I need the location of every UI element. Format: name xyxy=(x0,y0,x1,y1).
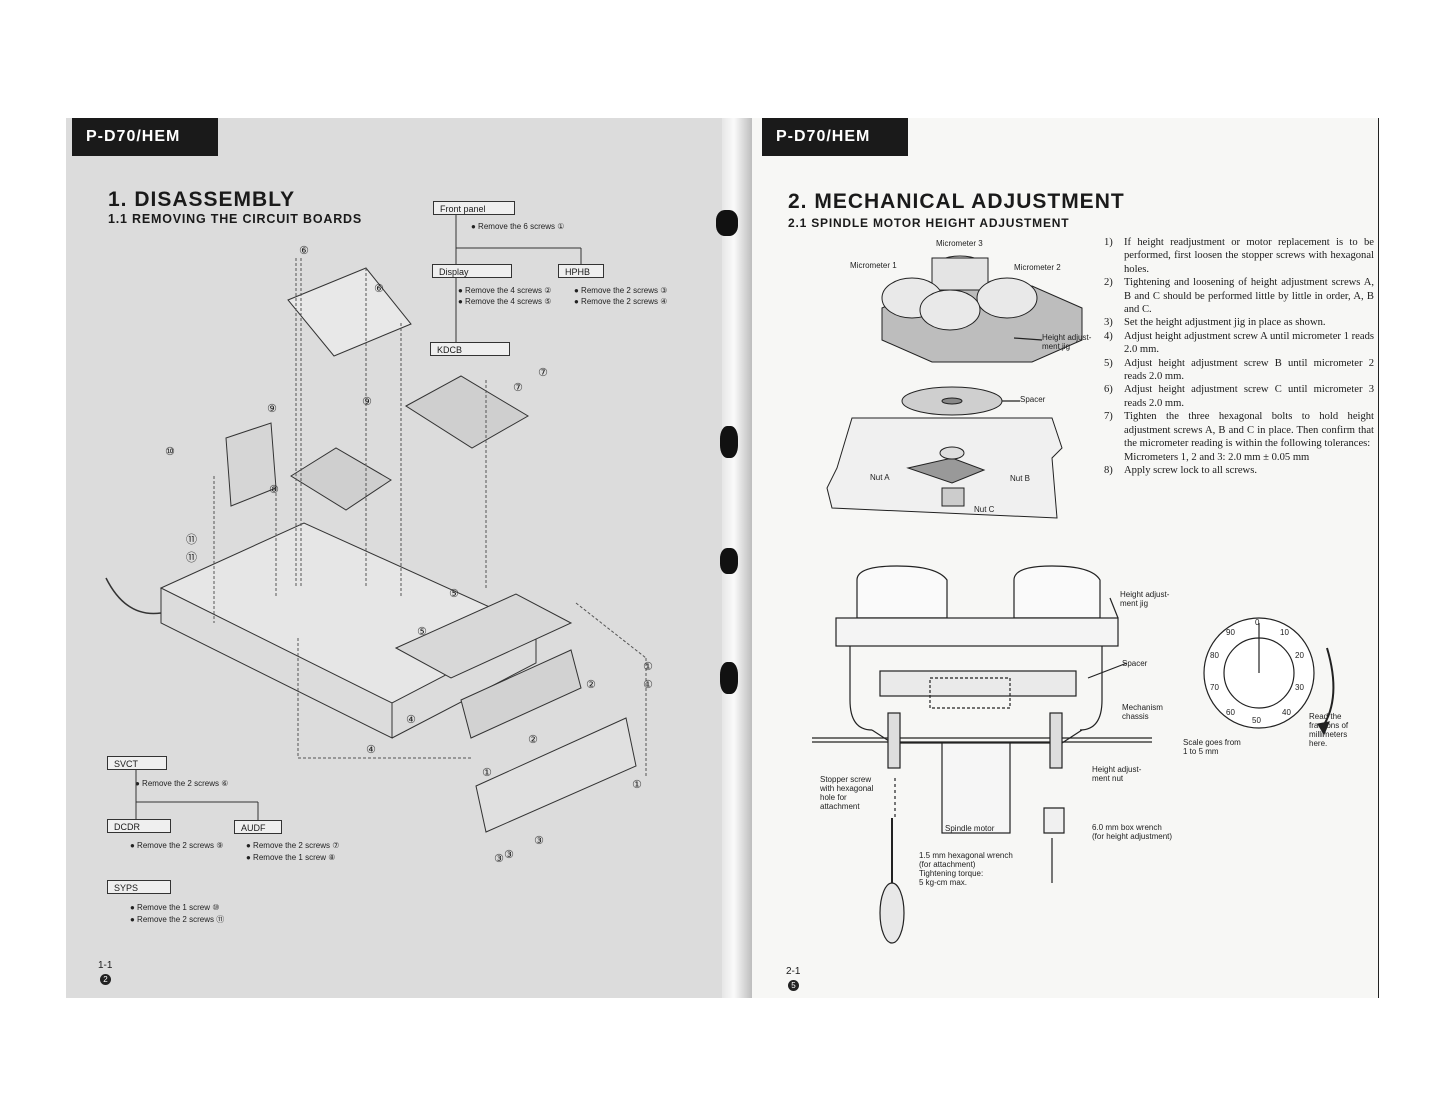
page-number: 2-1 xyxy=(786,966,801,977)
label-nut-2: Height adjust- ment nut xyxy=(1092,765,1142,783)
screw-marker: ⑨ xyxy=(267,403,277,415)
page-title: 2. MECHANICAL ADJUSTMENT xyxy=(788,190,1125,213)
label-read: Read the fractions of millimeters here. xyxy=(1309,712,1349,748)
flow-note: ● Remove the 2 screws ⑨ xyxy=(130,841,224,850)
dial-tick: 60 xyxy=(1226,708,1235,717)
label-scale: Scale goes from 1 to 5 mm xyxy=(1183,738,1241,756)
flow-note: ● Remove the 2 screws ③ xyxy=(574,286,668,295)
flow-note: ● Remove the 2 screws ⑦ xyxy=(246,841,340,850)
disassembly-diagram xyxy=(105,215,647,833)
adjustment-steps: 1)If height readjustment or motor replac… xyxy=(1104,236,1374,477)
dial-tick: 40 xyxy=(1282,708,1291,717)
label-spindle-motor: Spindle motor xyxy=(945,824,995,833)
page-subtitle: 1.1 REMOVING THE CIRCUIT BOARDS xyxy=(108,212,362,226)
screw-marker: ⑥ xyxy=(299,245,309,257)
flow-svct: SVCT xyxy=(107,756,167,770)
step-item: 4)Adjust height adjustment screw A until… xyxy=(1104,330,1374,356)
dial-tick: 90 xyxy=(1226,628,1235,637)
screw-marker: ① xyxy=(643,679,653,691)
label-micrometer-2: Micrometer 2 xyxy=(1014,263,1061,272)
flow-note: ● Remove the 2 screws ⑪ xyxy=(130,915,225,924)
flow-note: ● Remove the 1 screw ⑩ xyxy=(130,903,220,912)
screw-marker: ② xyxy=(528,734,538,746)
page-subtitle: 2.1 SPINDLE MOTOR HEIGHT ADJUSTMENT xyxy=(788,216,1070,230)
model-badge: P-D70/HEM xyxy=(72,118,218,156)
page-dot: 2 xyxy=(100,974,111,985)
dial-tick: 0 xyxy=(1255,618,1260,627)
screw-marker: ⑪ xyxy=(186,552,197,564)
punch-hole xyxy=(720,426,738,458)
label-micrometer-1: Micrometer 1 xyxy=(850,261,897,270)
screw-marker: ① xyxy=(643,661,653,673)
screw-marker: ⑧ xyxy=(269,484,279,496)
label-wrench: 1.5 mm hexagonal wrench (for attachment)… xyxy=(919,851,1013,887)
screw-marker: ⑤ xyxy=(449,588,459,600)
dial-tick: 30 xyxy=(1295,683,1304,692)
flow-note: ● Remove the 2 screws ⑥ xyxy=(135,779,229,788)
dial-tick: 70 xyxy=(1210,683,1219,692)
screw-marker: ④ xyxy=(366,744,376,756)
screw-marker: ⑥ xyxy=(374,283,384,295)
flow-note: ● Remove the 4 screws ② xyxy=(458,286,552,295)
punch-hole xyxy=(716,210,738,236)
screw-marker: ⑩ xyxy=(165,446,175,458)
jig-diagram xyxy=(812,255,1335,944)
label-nut-b: Nut B xyxy=(1010,474,1031,483)
label-micrometer-3: Micrometer 3 xyxy=(936,239,983,248)
flow-note: ● Remove the 6 screws ① xyxy=(471,222,565,231)
page-dot: 5 xyxy=(788,980,799,991)
step-item: 3)Set the height adjustment jig in place… xyxy=(1104,317,1326,329)
flow-note: ● Remove the 4 screws ⑤ xyxy=(458,297,552,306)
step-item: 6)Adjust height adjustment screw C until… xyxy=(1104,384,1374,409)
left-page: P-D70/HEM 1. DISASSEMBLY 1.1 REMOVING TH… xyxy=(66,118,722,998)
screw-marker: ③ xyxy=(494,853,504,865)
label-nut-c: Nut C xyxy=(974,505,995,514)
flow-audf: AUDF xyxy=(234,820,282,834)
dial-tick: 10 xyxy=(1280,628,1289,637)
step-item: 8)Apply screw lock to all screws. xyxy=(1104,464,1257,476)
dial-tick: 50 xyxy=(1252,716,1261,725)
model-badge: P-D70/HEM xyxy=(762,118,908,156)
label-stopper: Stopper screw with hexagonal hole for at… xyxy=(820,775,874,811)
flow-kdcb: KDCB xyxy=(430,342,510,356)
flow-note: ● Remove the 1 screw ⑧ xyxy=(246,853,336,862)
label-jig: Height adjust- ment jig xyxy=(1042,333,1092,351)
screw-marker: ① xyxy=(482,767,492,779)
label-nut-a: Nut A xyxy=(870,473,890,482)
dial-tick: 20 xyxy=(1295,651,1304,660)
screw-marker: ⑨ xyxy=(362,396,372,408)
flow-display: Display xyxy=(432,264,512,278)
punch-hole xyxy=(720,662,738,694)
step-item: 2)Tightening and loosening of height adj… xyxy=(1104,277,1374,316)
screw-marker: ⑦ xyxy=(513,382,523,394)
screw-marker: ③ xyxy=(534,835,544,847)
flow-hphb: HPHB xyxy=(558,264,604,278)
screw-marker: ④ xyxy=(406,714,416,726)
step-item: 7)Tighten the three hexagonal bolts to h… xyxy=(1104,411,1374,450)
flow-note: ● Remove the 2 screws ④ xyxy=(574,297,668,306)
dial-tick: 80 xyxy=(1210,651,1219,660)
label-jig-2: Height adjust- ment jig xyxy=(1120,590,1170,608)
flow-front-panel: Front panel xyxy=(433,201,515,215)
screw-marker: ③ xyxy=(504,849,514,861)
page-number: 1-1 xyxy=(98,960,113,971)
step-item: 1)If height readjustment or motor replac… xyxy=(1104,237,1374,275)
screw-marker: ① xyxy=(632,779,642,791)
tolerance-line: Micrometers 1, 2 and 3: 2.0 mm ± 0.05 mm xyxy=(1124,451,1310,463)
label-spacer-2: Spacer xyxy=(1122,659,1148,668)
punch-hole xyxy=(720,548,738,574)
label-spacer: Spacer xyxy=(1020,395,1046,404)
step-item: 5)Adjust height adjustment screw B until… xyxy=(1104,357,1374,383)
screw-marker: ⑦ xyxy=(538,367,548,379)
label-box-wrench: 6.0 mm box wrench (for height adjustment… xyxy=(1092,823,1173,841)
flow-dcdr: DCDR xyxy=(107,819,171,833)
screw-marker: ⑤ xyxy=(417,626,427,638)
screw-marker: ② xyxy=(586,679,596,691)
flow-syps: SYPS xyxy=(107,880,171,894)
label-chassis: Mechanism chassis xyxy=(1122,703,1163,721)
page-title: 1. DISASSEMBLY xyxy=(108,188,296,211)
screw-marker: ⑪ xyxy=(186,534,197,546)
right-page: P-D70/HEM 2. MECHANICAL ADJUSTMENT 2.1 S… xyxy=(752,118,1379,998)
